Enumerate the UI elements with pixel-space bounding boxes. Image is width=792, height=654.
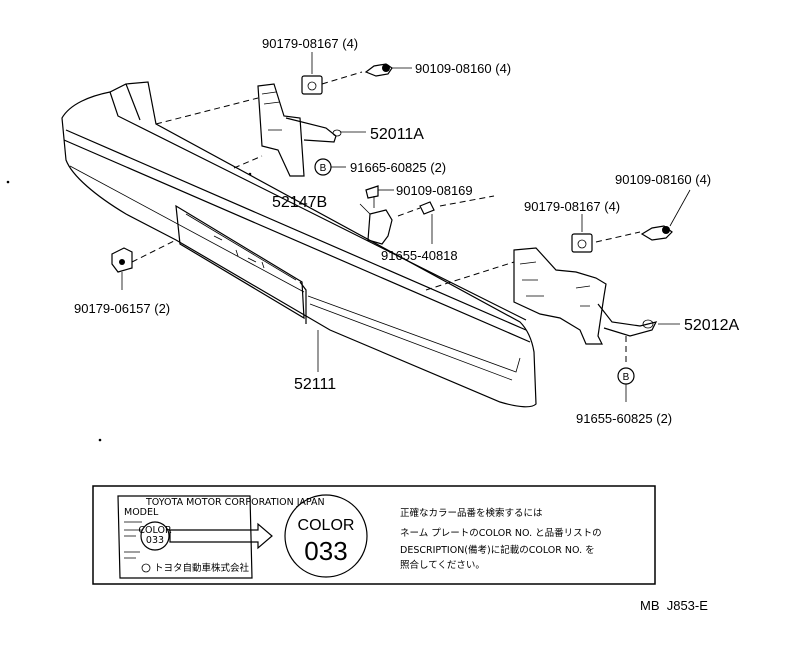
- plate-footer: トヨタ自動車株式会社: [154, 562, 250, 574]
- note-line-1: 正確なカラー品番を検索するには: [400, 507, 543, 519]
- marker-b-bottom: B: [617, 367, 635, 402]
- color-note-box: TOYOTA MOTOR CORPORATION JAPAN MODEL COL…: [92, 485, 656, 585]
- label-90109-08160-right: 90109-08160 (4): [615, 172, 711, 187]
- bolt-90109-08160-right: [640, 189, 691, 241]
- label-91655-60825: 91655-60825 (2): [576, 411, 672, 426]
- note-line-3: DESCRIPTION(備考)に記載のCOLOR NO. を: [400, 544, 595, 556]
- circle-color-code: 033: [304, 536, 347, 566]
- plate-code-small: 033: [146, 535, 164, 546]
- label-52011a: 52011A: [370, 126, 424, 143]
- label-90109-08160-top: 90109-08160 (4): [415, 61, 511, 76]
- circle-color-label: COLOR: [298, 517, 355, 534]
- bracket-52012a: [425, 247, 680, 362]
- plate-color-small: COLOR: [138, 525, 172, 536]
- label-91655-40818: 91655-40818: [381, 248, 458, 263]
- footer-code: MB J853-E: [640, 598, 708, 613]
- clip-90179-08167-top: [301, 52, 363, 95]
- clip-90179-06157: [111, 239, 177, 290]
- label-90179-08167-right: 90179-08167 (4): [524, 199, 620, 214]
- label-52147b: 52147B: [272, 194, 327, 211]
- label-90179-06157: 90179-06157 (2): [74, 301, 170, 316]
- name-plate-illustration: TOYOTA MOTOR CORPORATION JAPAN MODEL COL…: [117, 495, 325, 579]
- bracket-52147b: [359, 185, 495, 245]
- note-line-2: ネーム プレートのCOLOR NO. と品番リストの: [400, 527, 602, 539]
- label-52111: 52111: [294, 376, 336, 393]
- rear-bumper-cover-52111: [61, 81, 537, 408]
- label-52012a: 52012A: [684, 317, 739, 334]
- label-90109-08169: 90109-08169: [396, 183, 473, 198]
- plate-model: MODEL: [124, 507, 159, 518]
- marker-b-top: B: [314, 158, 346, 176]
- marker-b-label-bottom: B: [623, 372, 630, 383]
- label-91665-60825: 91665-60825 (2): [350, 160, 446, 175]
- bolt-90109-08160-top: [364, 63, 412, 77]
- marker-b-label: B: [320, 163, 327, 174]
- clip-90179-08167-right: [571, 214, 641, 253]
- color-code-circle: COLOR 033: [284, 494, 368, 578]
- plate-header: TOYOTA MOTOR CORPORATION JAPAN: [145, 497, 325, 508]
- note-line-4: 照合してください。: [400, 559, 485, 571]
- bracket-52011a: [155, 83, 366, 177]
- label-90179-08167-top: 90179-08167 (4): [262, 36, 358, 51]
